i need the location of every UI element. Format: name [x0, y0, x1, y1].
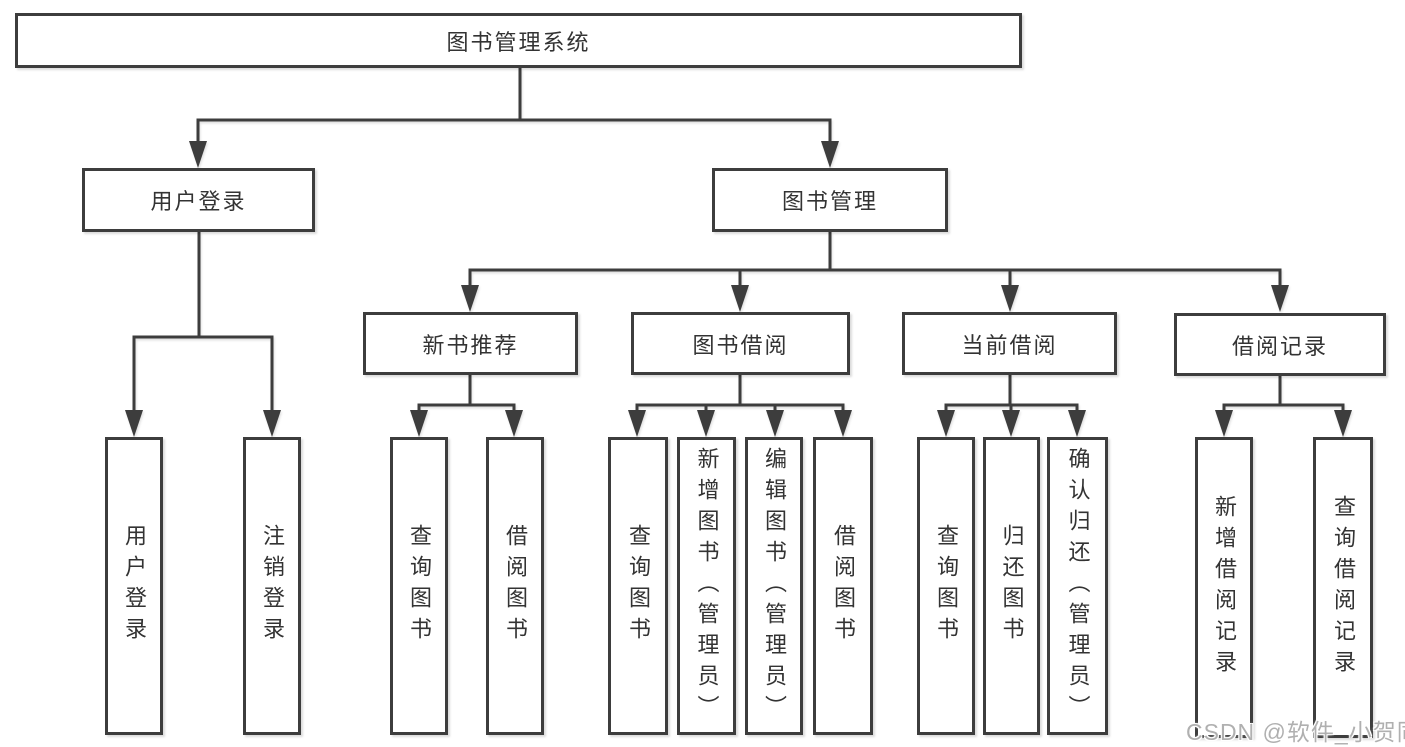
connector-root-to-level1: [189, 68, 839, 168]
node-borrowing-records: 借阅记录: [1174, 313, 1386, 376]
csdn-watermark: CSDN @软件_小贺同学: [1186, 719, 1405, 745]
node-library-management-system: 图书管理系统: [15, 13, 1022, 68]
node-borrowing-query-books: 查询图书: [608, 437, 668, 735]
arrowhead: [1001, 285, 1019, 312]
arrowhead: [697, 410, 715, 437]
arrowhead: [1271, 285, 1289, 312]
connector-borrow-records-to-leaves: [1215, 376, 1352, 437]
arrowhead: [1068, 410, 1086, 437]
node-user-login: 用户登录: [82, 168, 315, 232]
arrowhead: [263, 410, 281, 437]
node-label: 查询图书: [934, 524, 959, 648]
arrowhead: [189, 141, 207, 168]
node-borrow-books: 借阅图书: [813, 437, 873, 735]
node-new-book-recommend: 新书推荐: [363, 312, 578, 375]
node-newbook-borrow-books: 借阅图书: [486, 437, 544, 735]
arrowhead: [1215, 410, 1233, 437]
connector-new-book-to-leaves: [410, 375, 523, 437]
node-newbook-query-books: 查询图书: [390, 437, 448, 735]
node-logout-leaf: 注销登录: [243, 437, 301, 735]
arrowhead: [461, 285, 479, 312]
node-label: 确认归还（管理员）: [1065, 446, 1091, 726]
arrowhead: [834, 410, 852, 437]
connector-current-borrow-to-leaves: [937, 375, 1086, 437]
node-query-borrow-record: 查询借阅记录: [1313, 437, 1373, 738]
node-current-query-books: 查询图书: [917, 437, 975, 735]
node-label: 新增借阅记录: [1212, 494, 1237, 681]
arrowhead: [766, 410, 784, 437]
connector-book-management-to-level2: [461, 232, 1289, 312]
arrowhead: [410, 410, 428, 437]
arrowhead: [505, 410, 523, 437]
node-add-borrow-record: 新增借阅记录: [1195, 437, 1253, 738]
node-label: 查询图书: [626, 524, 651, 648]
node-user-login-leaf: 用户登录: [105, 437, 163, 735]
arrowhead: [1334, 410, 1352, 437]
node-label: 新增图书（管理员）: [694, 446, 720, 726]
node-label: 归还图书: [999, 524, 1025, 648]
node-book-borrowing: 图书借阅: [631, 312, 850, 375]
arrowhead: [1002, 410, 1020, 437]
node-label: 用户登录: [122, 524, 147, 648]
node-label: 查询借阅记录: [1331, 494, 1356, 681]
node-book-management: 图书管理: [712, 168, 948, 232]
connector-book-borrow-to-leaves: [628, 375, 852, 437]
connector-user-login-to-leaves: [125, 232, 281, 437]
node-confirm-return-admin: 确认归还（管理员）: [1047, 437, 1108, 735]
node-label: 编辑图书（管理员）: [762, 446, 787, 726]
node-label: 借阅图书: [831, 524, 856, 648]
node-label: 注销登录: [260, 524, 285, 648]
arrowhead: [731, 285, 749, 312]
arrowhead: [125, 410, 143, 437]
node-add-books-admin: 新增图书（管理员）: [677, 437, 736, 735]
arrowhead: [821, 141, 839, 168]
node-label: 查询图书: [407, 524, 432, 648]
arrowhead: [628, 410, 646, 437]
node-label: 借阅图书: [503, 524, 528, 648]
node-return-books: 归还图书: [983, 437, 1040, 735]
node-current-borrowing: 当前借阅: [902, 312, 1117, 375]
node-edit-books-admin: 编辑图书（管理员）: [745, 437, 803, 735]
arrowhead: [937, 410, 955, 437]
